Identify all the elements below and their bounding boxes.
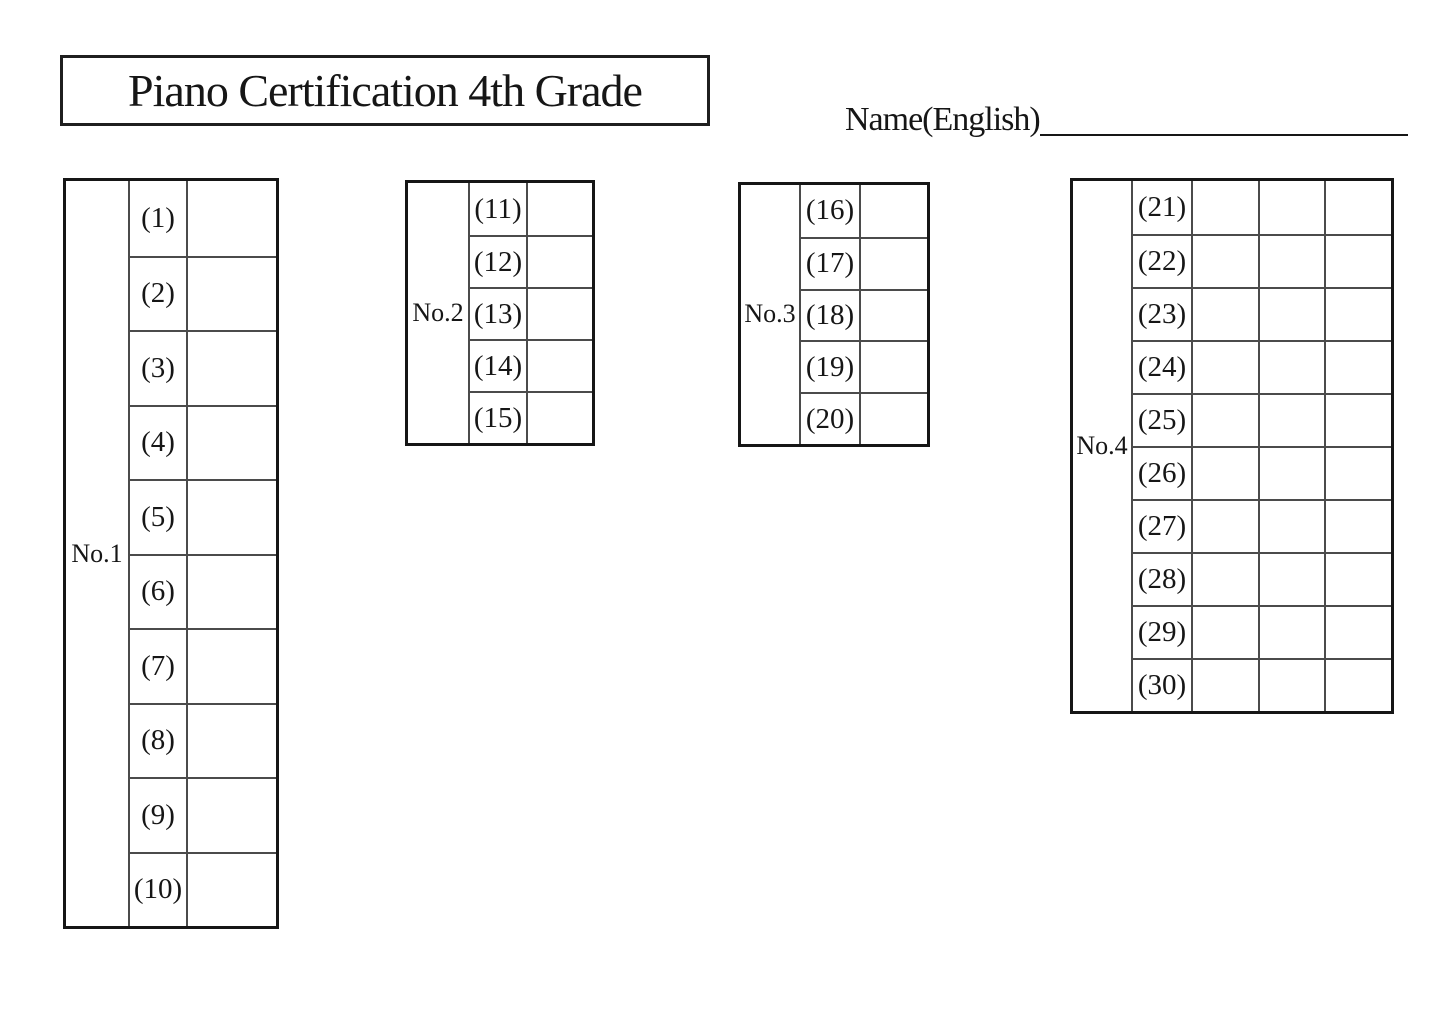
answer-cell[interactable] [1191,446,1258,499]
question-number-cell: (23) [1131,287,1191,340]
question-number-cell: (22) [1131,234,1191,287]
answer-cell[interactable] [1191,658,1258,711]
answer-cell[interactable] [186,181,276,256]
name-label: Name(English) [845,101,1041,138]
question-number-cell: (18) [799,288,859,341]
answer-cell[interactable] [1324,446,1391,499]
table-no4: No.4 (21)(22)(23)(24)(25)(26)(27)(28)(29)… [1070,178,1394,714]
table-no2: No.2 (11)(12)(13)(14)(15) [405,180,595,446]
answer-cell[interactable] [186,553,276,628]
question-number-cell: (14) [468,339,526,391]
answer-cell[interactable] [1191,181,1258,234]
answer-cell[interactable] [859,392,927,444]
question-number-cell: (20) [799,392,859,444]
answer-cell[interactable] [186,851,276,926]
answer-cell[interactable] [186,702,276,777]
answer-cell[interactable] [1257,393,1325,446]
answer-cell[interactable] [1257,658,1325,711]
answer-cell[interactable] [186,628,276,703]
answer-cell[interactable] [859,236,927,289]
question-number-cell: (25) [1131,393,1191,446]
answer-cell[interactable] [186,777,276,852]
table-section-label: No.3 [744,299,796,329]
answer-cell[interactable] [859,288,927,341]
answer-cell[interactable] [1257,552,1325,605]
question-number-cell: (15) [468,391,526,443]
question-number-cell: (19) [799,340,859,393]
page-title: Piano Certification 4th Grade [128,65,643,116]
question-number-cell: (6) [128,553,186,628]
question-number-cell: (11) [468,183,526,235]
question-number-cell: (24) [1131,340,1191,393]
answer-cell[interactable] [186,479,276,554]
name-blank-line[interactable] [1039,94,1408,136]
question-number-cell: (4) [128,404,186,479]
question-number-cell: (7) [128,628,186,703]
question-number-cell: (21) [1131,181,1191,234]
answer-cell[interactable] [1324,234,1391,287]
answer-cell[interactable] [186,404,276,479]
table-no3: No.3 (16)(17)(18)(19)(20) [738,182,930,447]
question-number-cell: (5) [128,479,186,554]
answer-cell[interactable] [1324,340,1391,393]
table-section-label: No.1 [71,538,123,568]
answer-cell[interactable] [526,235,592,287]
question-number-cell: (17) [799,236,859,289]
answer-cell[interactable] [859,340,927,393]
answer-cell[interactable] [859,185,927,237]
answer-cell[interactable] [1257,605,1325,658]
answer-cell[interactable] [1324,499,1391,552]
table-section-label: No.2 [412,298,464,327]
answer-cell[interactable] [1191,552,1258,605]
answer-cell[interactable] [1324,552,1391,605]
question-number-cell: (1) [128,181,186,256]
answer-cell[interactable] [1324,658,1391,711]
answer-cell[interactable] [1257,287,1325,340]
answer-cell[interactable] [1191,340,1258,393]
answer-cell[interactable] [186,255,276,330]
answer-cell[interactable] [1324,393,1391,446]
answer-cell[interactable] [526,391,592,443]
answer-cell[interactable] [1324,181,1391,234]
answer-cell[interactable] [1191,499,1258,552]
answer-cell[interactable] [1191,393,1258,446]
name-row: Name(English) [845,94,1408,139]
answer-cell[interactable] [1257,181,1325,234]
answer-cell[interactable] [1257,340,1325,393]
answer-cell[interactable] [526,287,592,339]
table-no1: No.1 (1)(2)(3)(4)(5)(6)(7)(8)(9)(10) [63,178,279,929]
title-box: Piano Certification 4th Grade [60,55,710,126]
question-number-cell: (3) [128,330,186,405]
table-section-label: No.4 [1076,431,1128,460]
answer-cell[interactable] [186,330,276,405]
question-number-cell: (9) [128,777,186,852]
answer-cell[interactable] [526,183,592,235]
question-number-cell: (13) [468,287,526,339]
answer-cell[interactable] [1191,605,1258,658]
answer-cell[interactable] [1257,446,1325,499]
question-number-cell: (12) [468,235,526,287]
answer-cell[interactable] [1257,234,1325,287]
question-number-cell: (26) [1131,446,1191,499]
answer-cell[interactable] [1324,605,1391,658]
question-number-cell: (29) [1131,605,1191,658]
answer-cell[interactable] [1191,287,1258,340]
answer-cell[interactable] [1257,499,1325,552]
answer-cell[interactable] [526,339,592,391]
question-number-cell: (30) [1131,658,1191,711]
question-number-cell: (28) [1131,552,1191,605]
question-number-cell: (8) [128,702,186,777]
answer-cell[interactable] [1191,234,1258,287]
question-number-cell: (16) [799,185,859,237]
question-number-cell: (10) [128,851,186,926]
question-number-cell: (27) [1131,499,1191,552]
answer-cell[interactable] [1324,287,1391,340]
question-number-cell: (2) [128,255,186,330]
